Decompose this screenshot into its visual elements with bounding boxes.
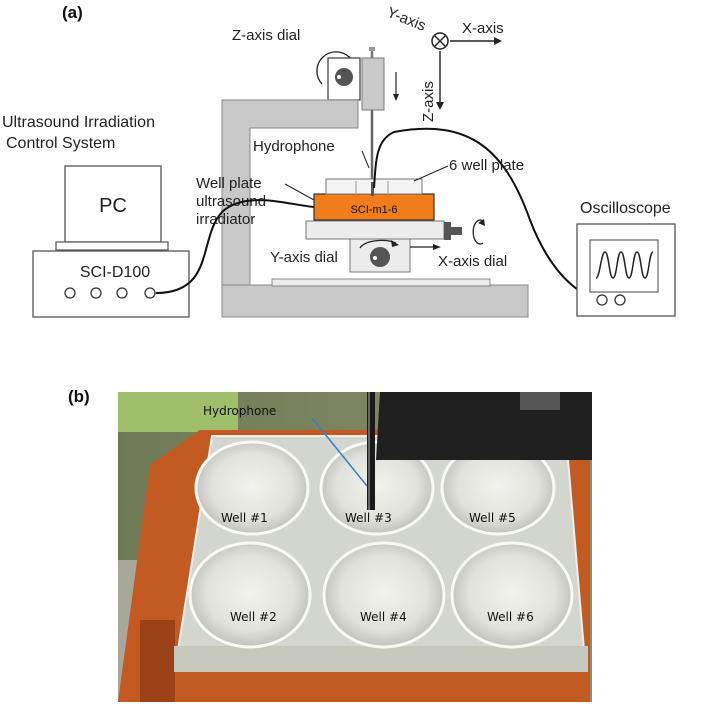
controller-box: [32, 250, 190, 318]
panel-b: (b): [68, 387, 592, 702]
panel-a-label: (a): [62, 3, 83, 22]
pc-monitor: [64, 165, 162, 243]
x-axis-dial-label: X-axis dial: [438, 253, 507, 270]
axis-origin-icon: [431, 32, 449, 50]
axis-indicator: Y-axis X-axis Z-axis: [385, 4, 504, 122]
irradiator-label-line3: irradiator: [196, 211, 255, 228]
hydrophone-label: Hydrophone: [253, 138, 335, 155]
photo-well-4: [322, 541, 446, 649]
y-dial-knob-icon: [370, 247, 390, 267]
x-stage-block: [305, 220, 445, 240]
pc-label: PC: [99, 195, 127, 217]
controller-port-3: [116, 287, 128, 299]
controller-cable: [155, 199, 315, 294]
well-3-label: Well #3: [345, 511, 392, 525]
control-system-label-line1: Ultrasound Irradiation: [2, 114, 155, 131]
oscilloscope-label: Oscilloscope: [580, 200, 671, 217]
z-dial-rotation-arrow: [316, 51, 351, 85]
photo: [118, 392, 592, 702]
oscilloscope-port-2: [614, 294, 626, 306]
oscilloscope-screen: [589, 239, 659, 293]
well-1-label: Well #1: [221, 511, 268, 525]
controller-port-2: [90, 287, 102, 299]
controller-label: SCI-D100: [80, 264, 150, 281]
pc-monitor-stand: [55, 241, 169, 251]
panel-a: (a) Y-axis X-axis Z-axis Z-axis dial: [2, 3, 676, 318]
well-plate-label: 6 well plate: [449, 157, 524, 174]
control-system-label-line2: Control System: [6, 135, 115, 152]
stand-base: [221, 284, 529, 318]
photo-hydrophone-label: Hydrophone: [203, 404, 276, 418]
irradiator-model-label: SCI-m1-6: [350, 204, 397, 216]
well-6-label: Well #6: [487, 610, 534, 624]
oscilloscope-waveform: [595, 251, 654, 279]
irradiator-label-line2: ultrasound: [196, 193, 266, 210]
hydrophone-cable: [373, 127, 605, 301]
controller-port-4: [144, 287, 156, 299]
photo-well-3: [319, 440, 435, 536]
x-dial-rotation-arrow: [472, 219, 484, 245]
panel-b-label: (b): [68, 387, 90, 406]
y-axis-dial-label: Y-axis dial: [270, 249, 338, 266]
irradiator-label-line1: Well plate: [196, 175, 262, 192]
x-axis-label: X-axis: [462, 20, 504, 37]
hydrophone-pointer: [361, 150, 370, 169]
photo-well-6: [450, 541, 574, 649]
irradiator-pointer: [284, 183, 315, 201]
photo-hydrophone-rod: [367, 392, 375, 510]
photo-well-1: [194, 440, 310, 536]
controller-port-1: [64, 287, 76, 299]
irradiator-body: [313, 193, 435, 221]
well-plate-pointer: [413, 165, 449, 182]
well-4-label: Well #4: [360, 610, 407, 624]
photo-well-2: [188, 541, 312, 649]
x-dial-knob-icon: [444, 222, 451, 240]
stand-base-plate: [271, 278, 491, 287]
z-axis-label: Z-axis: [420, 81, 437, 122]
z-stage-block: [361, 57, 385, 111]
oscilloscope-port-1: [596, 294, 608, 306]
photo-hydrophone-pointer: [311, 417, 368, 487]
y-axis-label: Y-axis: [385, 4, 429, 35]
z-axis-dial-label: Z-axis dial: [232, 27, 300, 44]
well-5-label: Well #5: [469, 511, 516, 525]
z-dial-knob-icon: [335, 68, 353, 86]
well-2-label: Well #2: [230, 610, 277, 624]
